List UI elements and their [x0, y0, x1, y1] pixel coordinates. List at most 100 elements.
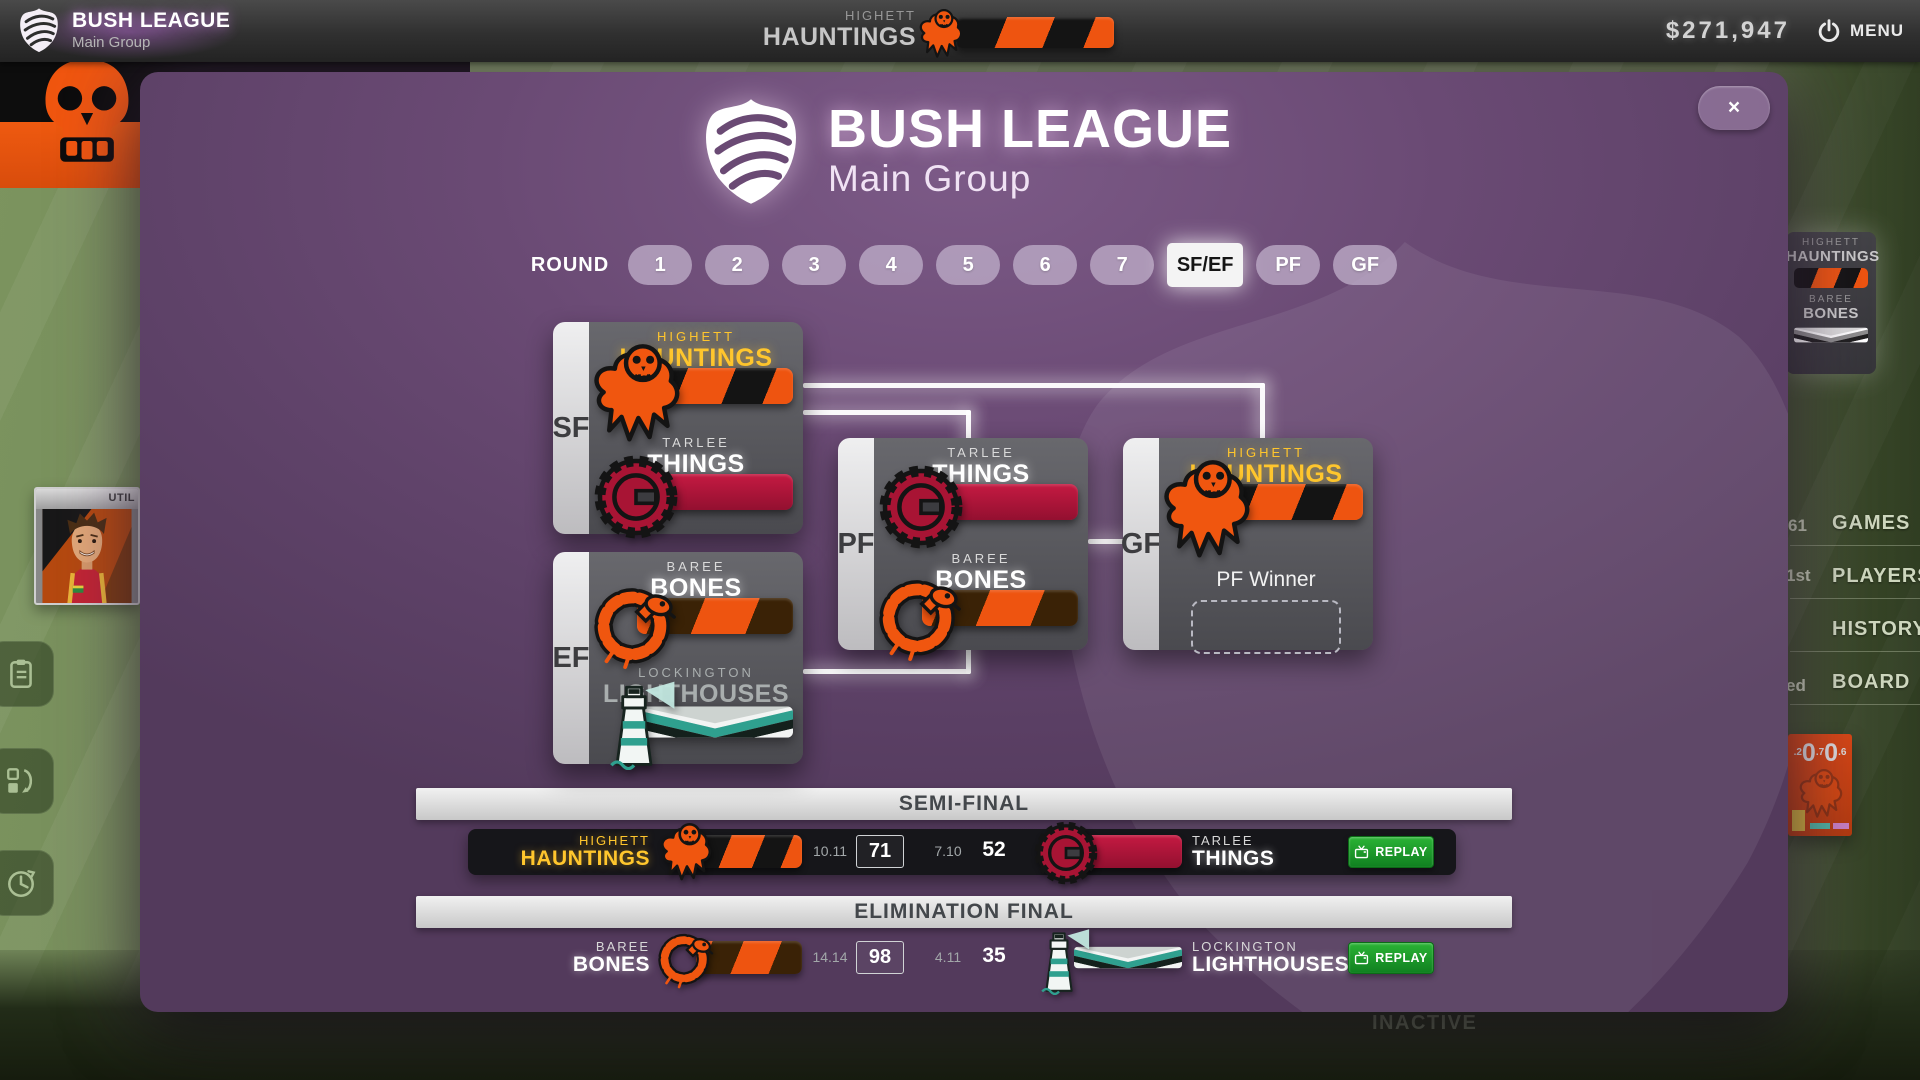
things-gear-logo: [876, 462, 966, 552]
bracket-connector: [1088, 539, 1126, 544]
hauntings-banner: [956, 17, 1114, 48]
bracket-tag: PF: [837, 438, 875, 650]
semi-final-result-row: HIGHETT HAUNTINGS 10.11 71 7.10 52 TARLE…: [468, 829, 1456, 875]
bg-menu-games[interactable]: GAMES: [1832, 512, 1911, 534]
league-group: Main Group: [72, 34, 151, 51]
team-city: TARLEE: [947, 445, 1015, 460]
team-city: HIGHETT: [656, 329, 736, 344]
stat-fragment: ed: [1786, 676, 1806, 695]
team-city: HIGHETT: [1226, 445, 1306, 460]
bg-menu-board[interactable]: BOARD: [1832, 671, 1911, 693]
bracket-slot-things: TARLEE THINGS: [874, 438, 1088, 544]
bracket-connector: [1260, 383, 1265, 440]
pf-winner-placeholder: PF Winner: [1216, 568, 1316, 591]
round-pill-7[interactable]: 7: [1090, 245, 1155, 285]
bracket-card-body: HIGHETT HAUNTINGS PF Winner: [1159, 438, 1373, 654]
home-team: HIGHETT HAUNTINGS: [486, 833, 650, 869]
lighthouses-logo: [587, 676, 681, 770]
menu-button[interactable]: MENU: [1816, 18, 1904, 44]
round-pill-5[interactable]: 5: [936, 245, 1001, 285]
lighthouses-logo: [1024, 925, 1094, 995]
team-city: TARLEE: [1192, 833, 1254, 848]
round-pill-6[interactable]: 6: [1013, 245, 1078, 285]
team-name: BONES: [572, 953, 650, 976]
modal-title-block: BUSH LEAGUE Main Group: [140, 96, 1788, 206]
top-bar: BUSH LEAGUE Main Group HIGHETT HAUNTINGS…: [0, 0, 1920, 70]
bracket-card-sf: SF HIGHETT HAUNTINGS TARLEE THINGS: [552, 322, 803, 534]
menu-separator: [1790, 704, 1920, 705]
bracket-connector: [803, 410, 971, 415]
away-score-detail: 4.11: [934, 949, 962, 965]
menu-separator: [1790, 651, 1920, 652]
bracket-slot-tbd: PF Winner: [1159, 544, 1373, 654]
replay-button[interactable]: REPLAY: [1348, 836, 1434, 868]
mini-team-city: BAREE: [1809, 294, 1853, 305]
bracket-card-body: TARLEE THINGS BAREE BONES: [874, 438, 1088, 650]
bracket-card-pf: PF TARLEE THINGS BAREE BONES: [837, 438, 1088, 650]
finals-bracket-modal: × BUSH LEAGUE Main Group ROUND 1 2 3 4 5…: [140, 72, 1788, 1012]
mini-team-city: HIGHETT: [1802, 237, 1860, 248]
round-selector: ROUND 1 2 3 4 5 6 7 SF/EF PF GF: [140, 242, 1788, 288]
list-button[interactable]: [0, 641, 54, 707]
league-identity: BUSH LEAGUE Main Group: [16, 7, 230, 53]
mini-team-name: BONES: [1803, 305, 1859, 322]
mini-team-name: HAUNTINGS: [1786, 248, 1880, 265]
player-portrait: [36, 509, 138, 605]
things-gear-logo: [1032, 819, 1100, 887]
hauntings-ghost-logo: [579, 334, 691, 446]
history-button[interactable]: [0, 850, 54, 916]
score-bar: [1810, 823, 1830, 829]
replay-button[interactable]: REPLAY: [1348, 942, 1434, 974]
menu-separator: [1790, 598, 1920, 599]
team-city: BAREE: [951, 551, 1011, 566]
replay-label: REPLAY: [1375, 845, 1428, 859]
bracket-card-ef: EF BAREE BONES LOCKINGTON LIGHTHOUSES: [552, 552, 803, 764]
power-icon: [1816, 18, 1842, 44]
close-button[interactable]: ×: [1698, 86, 1770, 130]
stat-fragment: 1st: [1786, 566, 1811, 585]
round-pill-3[interactable]: 3: [782, 245, 847, 285]
bones-lizard-logo: [870, 564, 968, 662]
score-bar: [1833, 823, 1849, 829]
round-pill-2[interactable]: 2: [705, 245, 770, 285]
current-team: HIGHETT HAUNTINGS: [760, 0, 1160, 62]
swap-button[interactable]: [0, 748, 54, 814]
bracket-slot-things: TARLEE THINGS: [589, 428, 803, 534]
player-position-tag: UTIL: [108, 492, 135, 504]
bracket-connector: [803, 669, 971, 674]
bracket-slot-bones: BAREE BONES: [589, 552, 803, 658]
away-score-detail: 7.10: [934, 843, 962, 859]
cash-balance: $271,947: [1665, 17, 1790, 44]
league-name: BUSH LEAGUE: [72, 9, 231, 32]
bg-menu-history[interactable]: HISTORY: [1832, 618, 1920, 640]
bg-menu-players[interactable]: PLAYERS: [1832, 565, 1920, 587]
away-score: 52: [982, 838, 1006, 861]
round-pill-sf-ef[interactable]: SF/EF: [1167, 243, 1244, 287]
round-pill-gf[interactable]: GF: [1333, 245, 1398, 285]
round-label: ROUND: [530, 253, 610, 276]
bracket-connector: [803, 383, 1265, 388]
round-pill-4[interactable]: 4: [859, 245, 924, 285]
bracket-card-body: HIGHETT HAUNTINGS TARLEE THINGS: [589, 322, 803, 534]
hauntings-ghost-logo: [1149, 450, 1261, 562]
away-team: TARLEE THINGS: [1192, 833, 1392, 869]
team-name: THINGS: [1192, 847, 1275, 870]
player-card-header: UTIL: [36, 489, 138, 509]
home-score-detail: 14.14: [812, 949, 848, 965]
round-pill-1[interactable]: 1: [628, 245, 693, 285]
bg-mini-bracket-card: HIGHETT HAUNTINGS BAREE BONES: [1786, 232, 1880, 374]
bracket-slot-lighthouses: LOCKINGTON LIGHTHOUSES: [589, 658, 803, 764]
team-city: TARLEE: [662, 435, 730, 450]
round-pill-pf[interactable]: PF: [1256, 245, 1321, 285]
player-card[interactable]: UTIL: [34, 487, 140, 605]
clipboard-icon: [4, 657, 38, 691]
bracket-tag: EF: [552, 552, 590, 764]
hauntings-skull-logo: [26, 52, 148, 174]
scoreboard-digits: .20.70.6: [1793, 739, 1847, 767]
section-heading: SEMI-FINAL: [898, 792, 1030, 815]
bones-banner: [696, 941, 802, 974]
bones-lizard-logo: [585, 572, 683, 670]
modal-title: BUSH LEAGUE: [827, 99, 1233, 160]
away-score: 35: [982, 944, 1006, 967]
